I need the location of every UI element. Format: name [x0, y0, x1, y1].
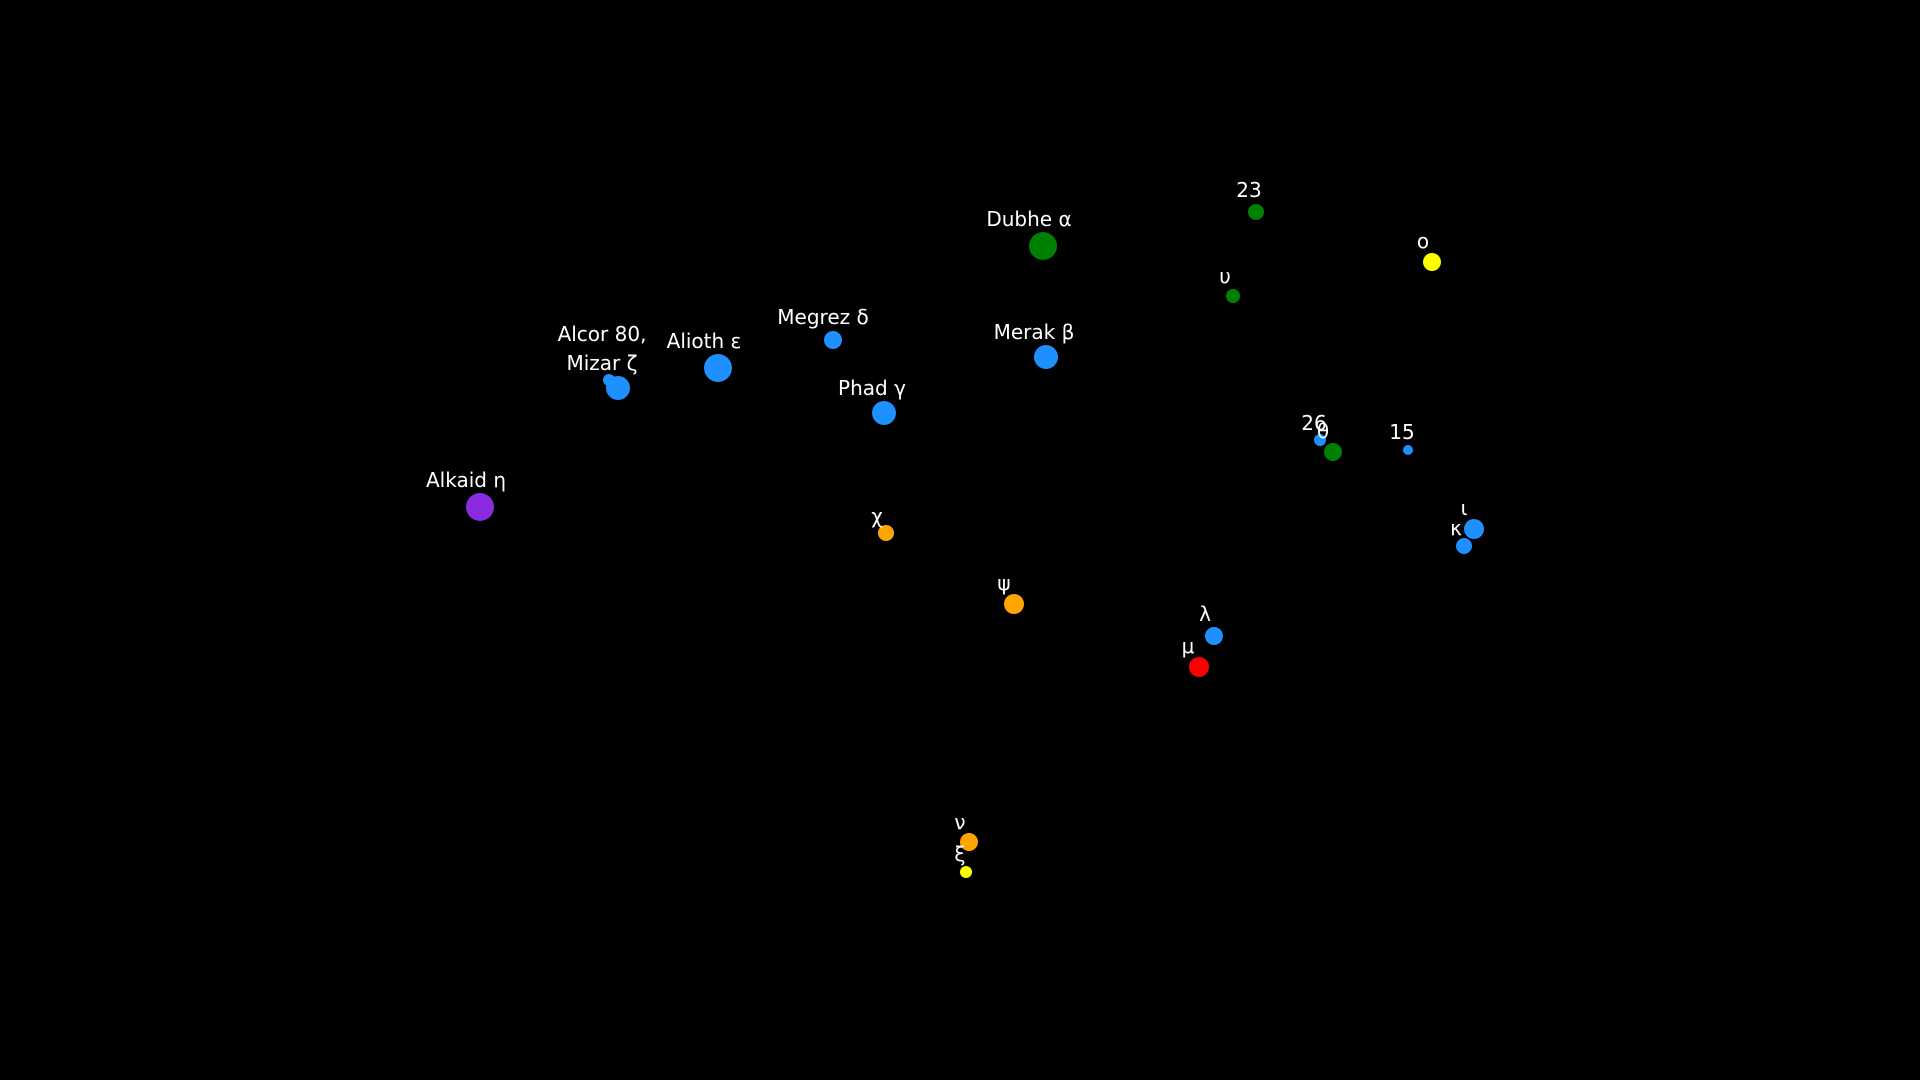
star-label-omicron: ο [1417, 229, 1429, 253]
star-dot-alcor [603, 374, 615, 386]
star-dot-upsilon [1226, 289, 1240, 303]
star-kappa: κ [1450, 516, 1472, 554]
star-mizar: Mizar ζ [566, 351, 638, 400]
star-dot-lambda [1205, 627, 1223, 645]
star-label-upsilon: υ [1219, 264, 1231, 288]
star-label-s15: 15 [1389, 420, 1414, 444]
star-label-xi: ξ [954, 842, 965, 866]
star-iota: ι [1461, 496, 1484, 539]
star-xi: ξ [954, 842, 972, 878]
star-dot-dubhe [1029, 232, 1057, 260]
star-alkaid: Alkaid η [426, 468, 506, 521]
star-dubhe: Dubhe α [986, 207, 1072, 260]
star-dot-theta [1324, 443, 1342, 461]
star-dot-s23 [1248, 204, 1264, 220]
star-label-alcor: Alcor 80, [558, 322, 647, 346]
star-dot-iota [1464, 519, 1484, 539]
star-label-psi: ψ [997, 571, 1010, 595]
star-label-chi: χ [871, 504, 883, 528]
star-chi: χ [871, 504, 894, 541]
star-dot-mu [1189, 657, 1209, 677]
star-label-mu: μ [1182, 634, 1195, 658]
star-label-lambda: λ [1199, 602, 1211, 626]
star-dot-nu [960, 833, 978, 851]
star-dot-kappa [1456, 538, 1472, 554]
stars-layer: Dubhe α Merak β Phad γ Megrez δ Alioth ε Miza… [426, 178, 1484, 878]
star-label-merak: Merak β [994, 320, 1075, 344]
star-label-kappa: κ [1450, 516, 1462, 540]
star-phad: Phad γ [838, 376, 906, 425]
star-label-iota: ι [1461, 496, 1468, 520]
star-label-phad: Phad γ [838, 376, 906, 400]
star-dot-s15 [1403, 445, 1413, 455]
star-s15: 15 [1389, 420, 1415, 455]
star-label-s26: 26 [1301, 411, 1326, 435]
star-label-megrez: Megrez δ [777, 305, 868, 329]
star-omicron: ο [1417, 229, 1441, 271]
star-lambda: λ [1199, 602, 1223, 645]
star-label-nu: ν [954, 810, 965, 834]
star-dot-omicron [1423, 253, 1441, 271]
star-dot-merak [1034, 345, 1058, 369]
star-label-mizar: Mizar ζ [566, 351, 637, 375]
star-label-theta: θ [1317, 419, 1329, 443]
star-dot-alioth [704, 354, 732, 382]
star-merak: Merak β [994, 320, 1075, 369]
star-label-dubhe: Dubhe α [986, 207, 1071, 231]
star-alcor: Alcor 80, [558, 322, 647, 386]
star-upsilon: υ [1219, 264, 1240, 303]
star-label-alkaid: Alkaid η [426, 468, 506, 492]
star-dot-phad [872, 401, 896, 425]
star-s26: 26 [1301, 411, 1327, 446]
star-alioth: Alioth ε [667, 329, 742, 382]
star-dot-megrez [824, 331, 842, 349]
star-label-alioth: Alioth ε [667, 329, 742, 353]
star-theta: θ [1317, 419, 1342, 461]
star-dot-chi [878, 525, 894, 541]
star-nu: ν [954, 810, 978, 851]
star-dot-alkaid [466, 493, 494, 521]
star-mu: μ [1182, 634, 1209, 677]
star-dot-psi [1004, 594, 1024, 614]
star-dot-xi [960, 866, 972, 878]
star-megrez: Megrez δ [777, 305, 869, 349]
star-s23: 23 [1236, 178, 1264, 220]
star-label-s23: 23 [1236, 178, 1261, 202]
star-psi: ψ [997, 571, 1024, 614]
star-dot-s26 [1314, 434, 1326, 446]
